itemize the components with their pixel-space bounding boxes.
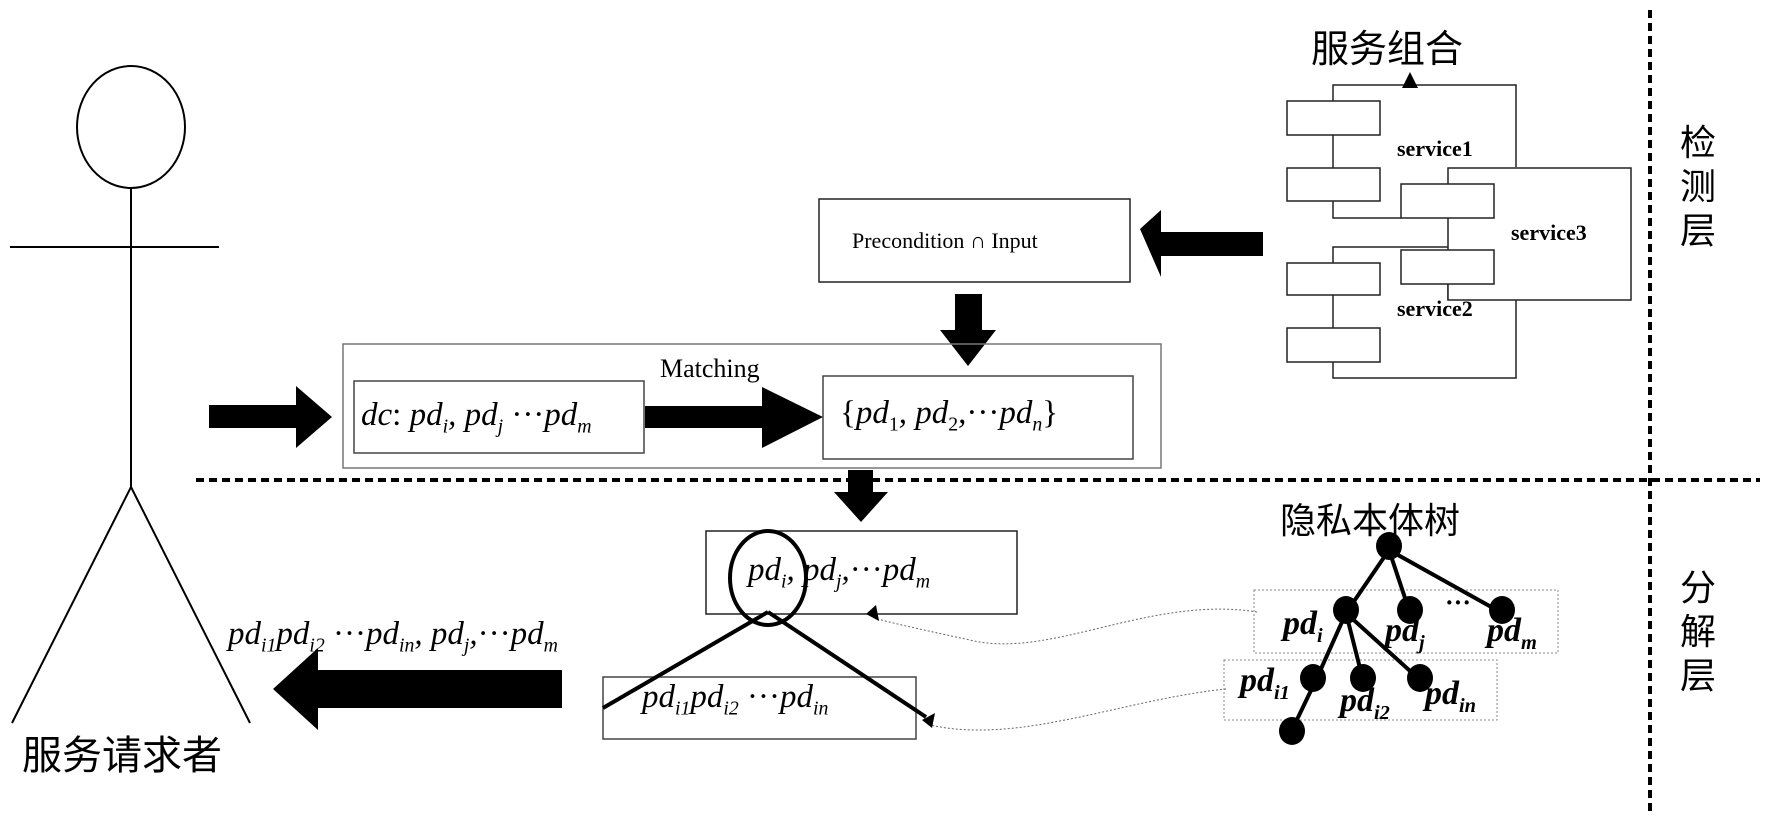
service1-outline [1332,84,1517,167]
service-composition-diagram [1286,72,1632,379]
intersection-symbol: ∩ [969,228,986,253]
tree-label-pdin: pdin [1425,675,1477,717]
pdi-highlight-circle [728,529,808,627]
service1-port-1 [1286,100,1381,136]
decomp-branch-right [766,610,928,719]
input-label: Input [991,228,1038,253]
tree-leaf-node [1279,717,1305,745]
actor-label: 服务请求者 [22,733,222,779]
service3-port-1 [1400,183,1495,219]
actor-right-leg [130,486,251,724]
tree-node-pdi1 [1300,664,1326,692]
service1-outline-bottom [1332,201,1401,219]
actor-figure [10,65,251,724]
tree-link-level2 [929,688,1227,731]
service2-outline [1332,246,1448,263]
tree-label-pdj: pdj [1385,612,1425,654]
arrow-left-icon [1140,210,1263,277]
detection-layer-label: 检测层 [1680,123,1717,252]
decomposition-layer-label: 分解层 [1680,568,1717,697]
tree-node-pdm [1489,596,1515,624]
service2-port-1 [1286,262,1381,296]
matching-label: Matching [660,354,760,383]
composition-up-arrow-icon [1402,72,1418,88]
tree-label-pdi: pdi [1283,605,1323,647]
decomp-branch-left [601,610,770,710]
matching-left-expression: dc: pdi, pdj ···pdm [361,397,592,438]
tree-level1-group [1253,589,1559,654]
tree-label-pdi1: pdi1 [1240,662,1290,704]
tree-link-level1-arrowhead-icon [866,605,879,621]
ontology-tree [1223,532,1559,745]
tree-node-pdin [1407,664,1433,692]
ontology-tree-title: 隐私本体树 [1280,501,1461,542]
actor-left-leg [11,486,132,724]
arrow-down-decomp-icon [834,470,888,522]
matching-right-expression: {pd1, pd2,···pdn} [840,395,1059,436]
decomp-bottom-expression: pdi1pdi2 ···pdin [642,679,829,720]
decomp-bottom-box [602,676,917,740]
matching-right-box [822,375,1134,460]
service-composition-title: 服务组合 [1311,27,1464,71]
service1-label: service1 [1397,136,1473,161]
tree-node-pdi2 [1350,664,1376,692]
actor-head [76,65,186,189]
precondition-text: Precondition ∩ Input [852,228,1038,254]
tree-link-level2-arrowhead-icon [922,713,935,728]
matching-left-box [353,380,645,454]
tree-node-pdj [1397,596,1423,624]
input-arrow-icon [209,386,332,448]
tree-label-pdm: pdm [1487,612,1537,654]
service3-label: service3 [1511,220,1587,245]
precondition-label: Precondition [852,228,965,253]
matching-arrow-icon [645,387,823,448]
output-expression: pdi1pdi2 ···pdin, pdj,···pdm [228,616,558,657]
service3-port-2 [1400,249,1495,285]
tree-level2-group [1223,659,1498,721]
tree-level1-ellipsis: ··· [1445,588,1472,617]
service2-label: service2 [1397,296,1473,321]
arrow-down-icon [940,294,996,366]
decomp-top-expression: pdi, pdj,···pdm [748,552,931,593]
precondition-box [818,198,1131,283]
service1-port-2 [1286,167,1381,202]
output-arrow-icon [273,648,562,730]
tree-root-node [1376,532,1402,560]
decomp-top-box [705,530,1018,615]
matching-container [342,343,1162,469]
service2-port-2 [1286,327,1381,363]
tree-label-pdi2: pdi2 [1340,682,1390,724]
tree-node-pdi [1333,596,1359,624]
tree-link-level1 [874,608,1258,645]
